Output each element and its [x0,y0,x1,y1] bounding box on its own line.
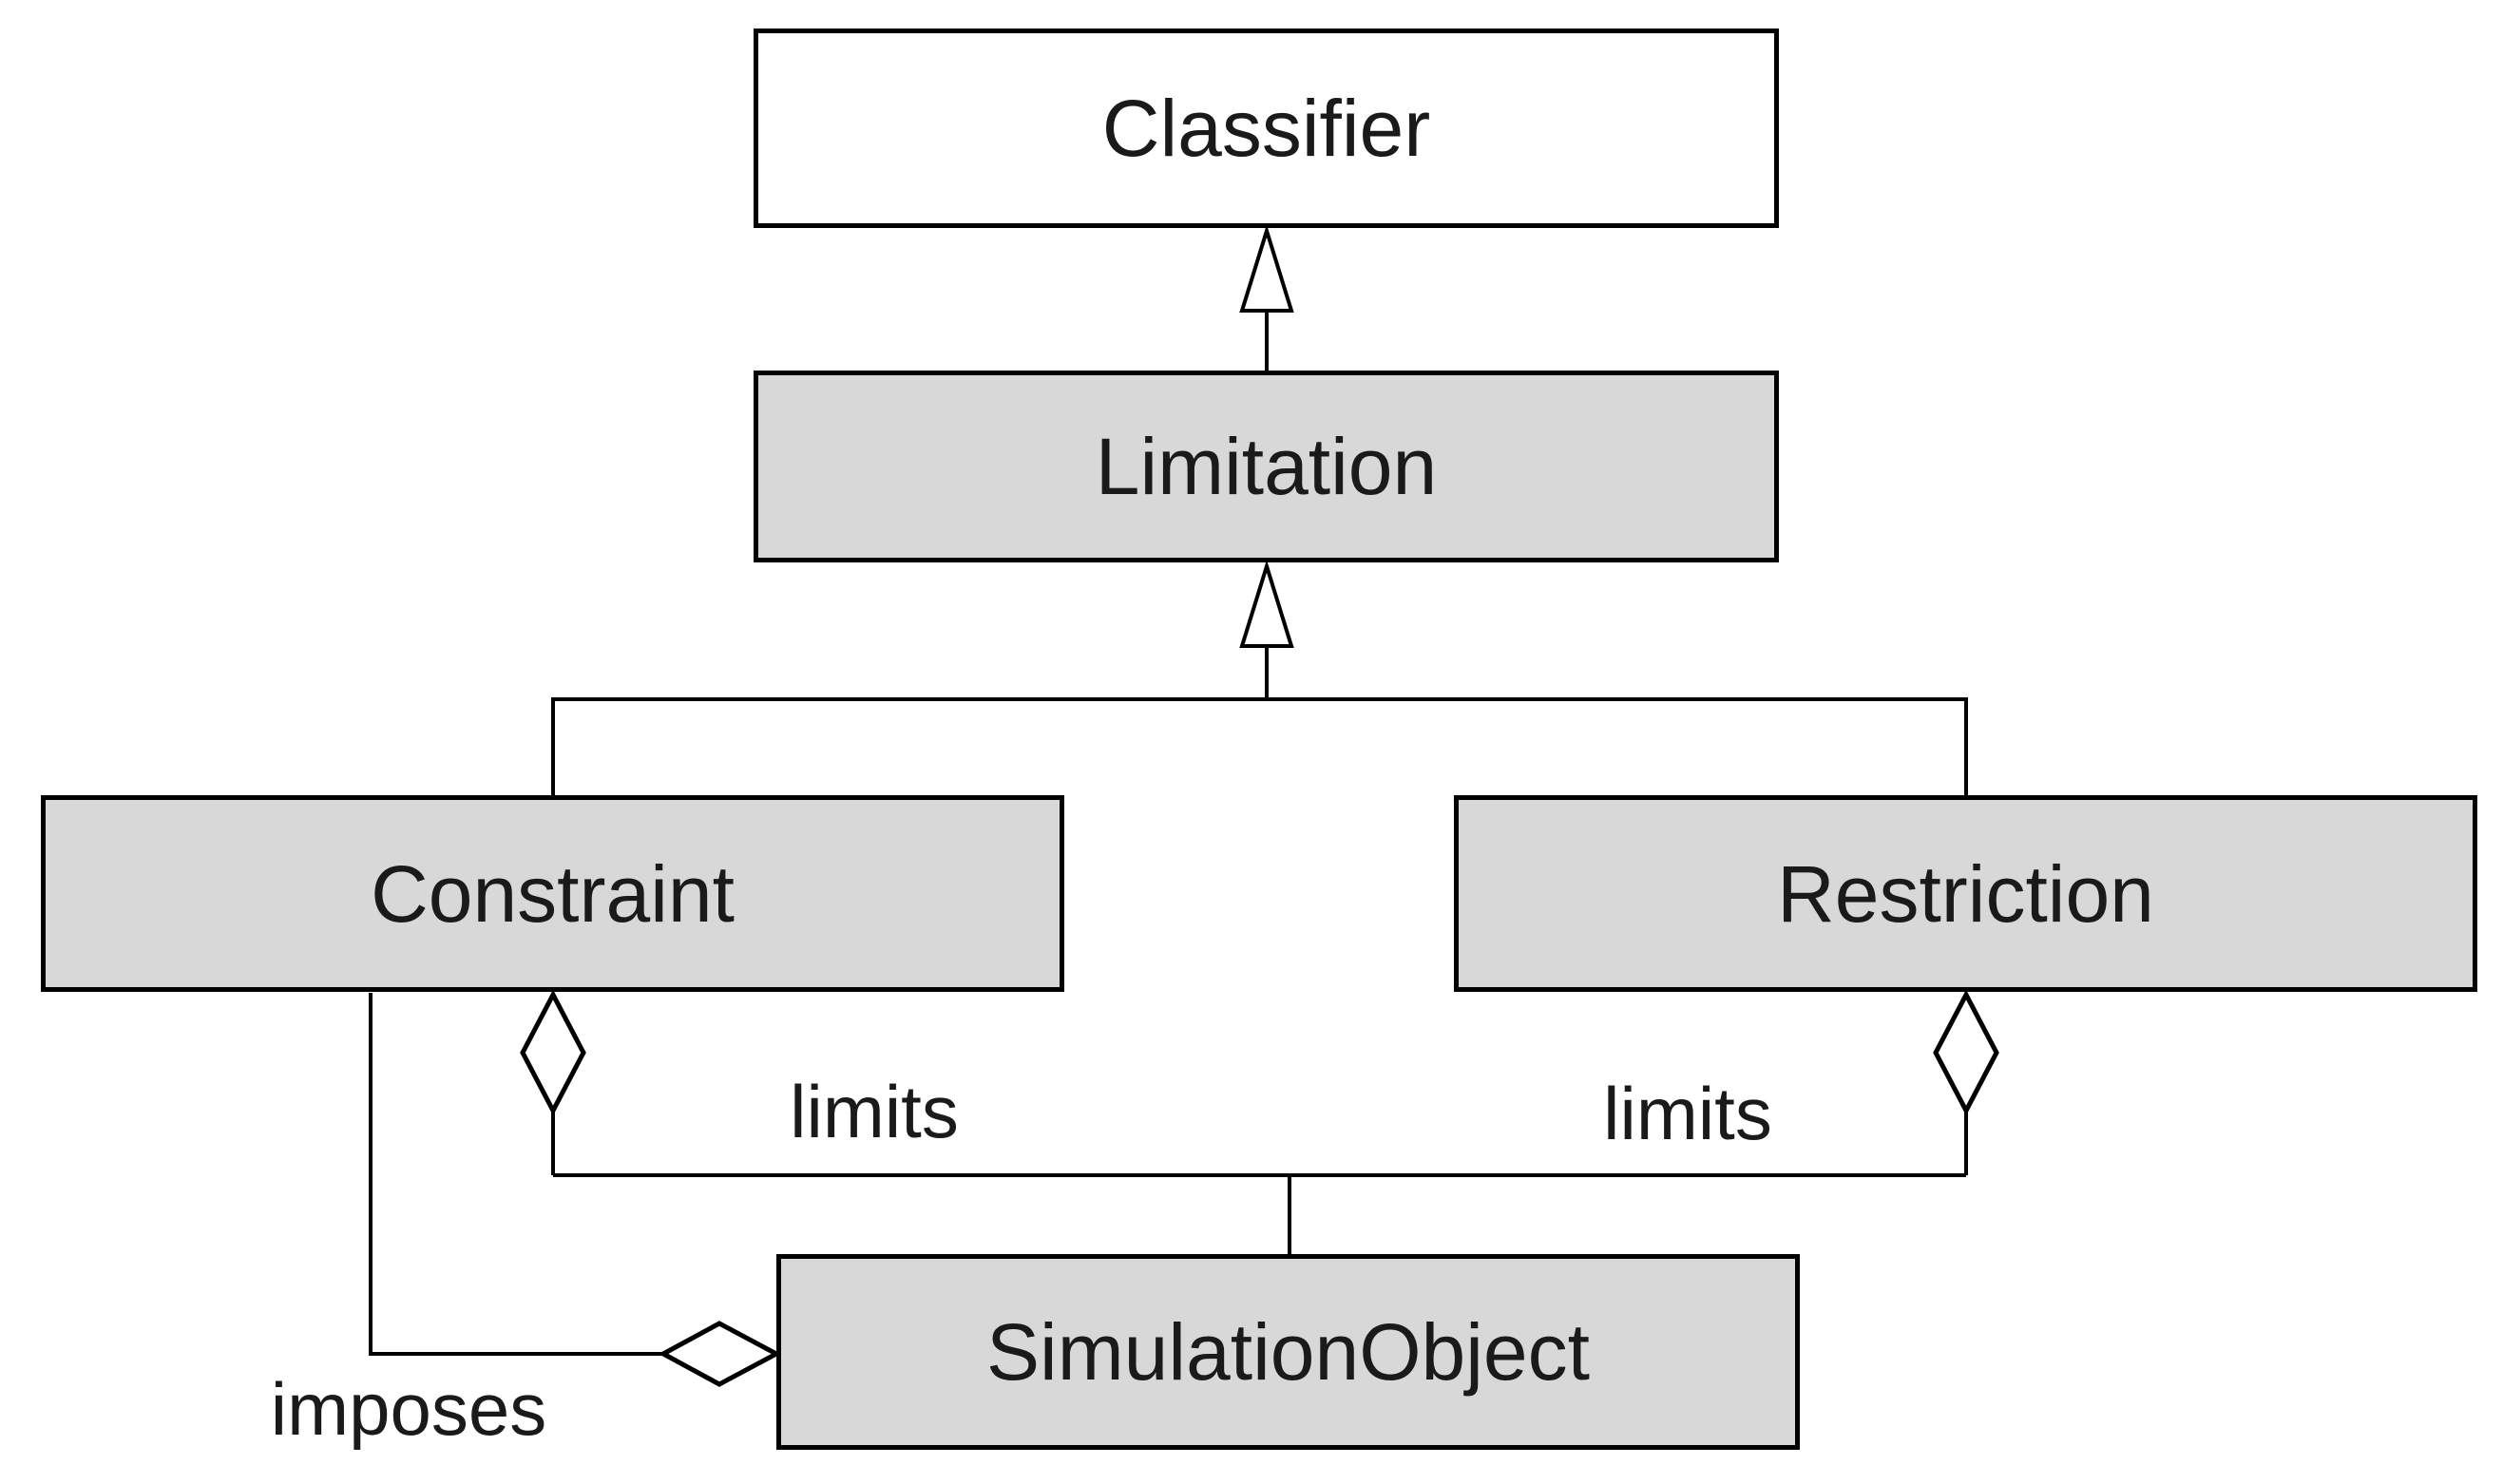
aggregation-rail-simulationobject [553,1173,1966,1254]
generalization-branch-constraint-restriction [551,697,1968,795]
class-name-label: SimulationObject [986,1307,1590,1397]
class-name-label: Constraint [371,848,735,939]
class-box-restriction: Restriction [1454,795,2477,992]
aggregation-diamond-restriction [1933,989,1999,1116]
class-box-constraint: Constraint [41,795,1064,992]
class-box-limitation: Limitation [754,371,1779,562]
edge-label-limits-left: limits [790,1070,959,1153]
generalization-arrowhead-limitation [1239,560,1294,648]
class-box-classifier: Classifier [754,29,1779,228]
generalization-arrowhead-classifier [1239,224,1294,313]
class-box-simulationobject: SimulationObject [776,1254,1800,1450]
aggregation-diamond-imposes [658,1321,782,1387]
aggregation-line-imposes [369,993,663,1356]
class-name-label: Restriction [1777,848,2154,939]
class-name-label: Limitation [1095,422,1438,511]
aggregation-diamond-constraint [520,989,586,1116]
class-name-label: Classifier [1101,84,1431,173]
edge-label-limits-right: limits [1603,1072,1772,1155]
edge-label-imposes: imposes [270,1367,547,1451]
